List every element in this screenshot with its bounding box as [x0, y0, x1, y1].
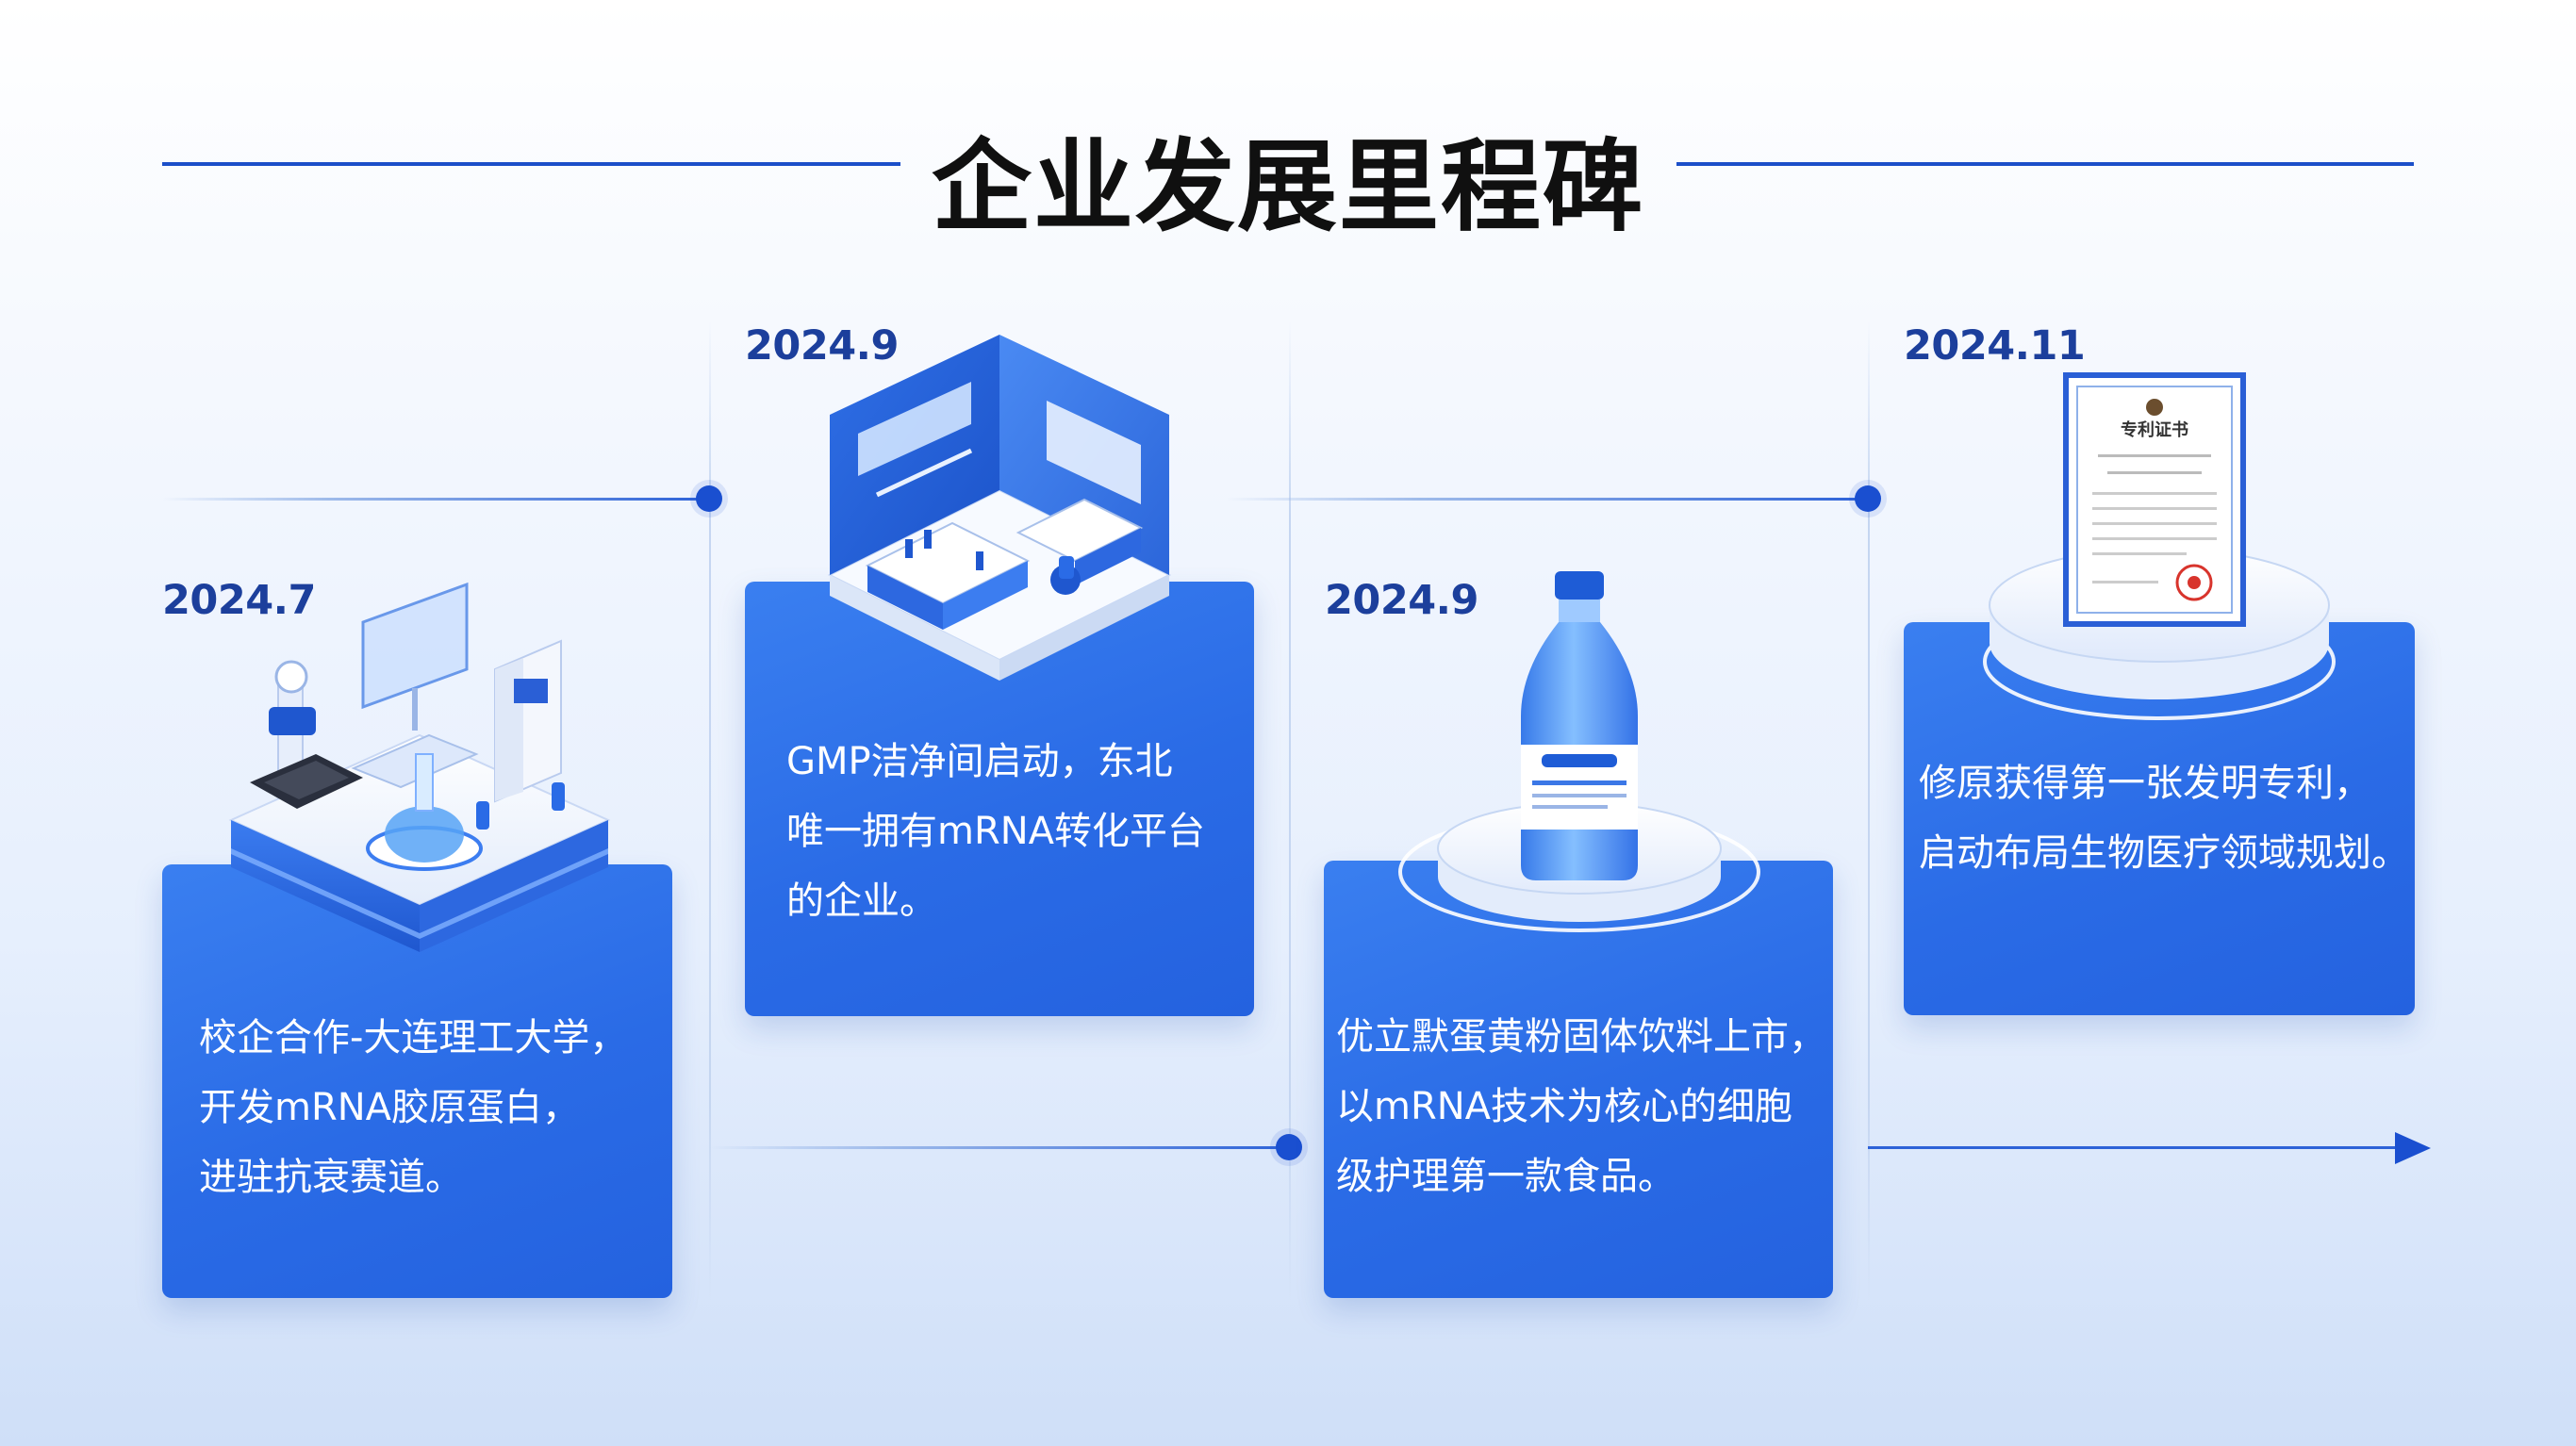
- title-line-right: [1676, 162, 2414, 166]
- column-divider: [709, 320, 711, 1301]
- milestone-date: 2024.7: [162, 577, 316, 624]
- milestone-line: 进驻抗衰赛道。: [199, 1156, 463, 1199]
- upper-timeline-right: [1226, 498, 1867, 501]
- certificate-icon: 专利证书: [1983, 372, 2336, 720]
- milestone-card: [1324, 861, 1833, 1298]
- lower-timeline-left: [709, 1146, 1289, 1149]
- timeline-arrow-icon: [2395, 1132, 2431, 1164]
- bottle-icon: [1398, 571, 1760, 932]
- milestone-line: 开发mRNA胶原蛋白，: [199, 1086, 581, 1129]
- certificate-title: 专利证书: [2121, 419, 2188, 440]
- title-line-left: [162, 162, 900, 166]
- upper-timeline-left: [162, 498, 709, 501]
- milestone-line: 以mRNA技术为核心的细胞: [1336, 1085, 1793, 1128]
- milestone-line: 的企业。: [786, 879, 937, 923]
- lower-timeline-right: [1868, 1146, 2396, 1149]
- milestone-date: 2024.9: [745, 322, 899, 370]
- milestone-line: 优立默蛋黄粉固体饮料上市，: [1336, 1015, 1826, 1059]
- timeline-dot: [696, 485, 722, 512]
- milestone-line: GMP洁净间启动，东北: [786, 740, 1173, 783]
- milestone-line: 级护理第一款食品。: [1336, 1155, 1676, 1198]
- timeline-dot: [1276, 1134, 1302, 1160]
- milestone-description: 修原获得第一张发明专利， 启动布局生物医疗领域规划。: [1919, 748, 2409, 888]
- column-divider: [1868, 320, 1870, 1301]
- milestone-line: 启动布局生物医疗领域规划。: [1919, 831, 2409, 875]
- milestone-line: 校企合作-大连理工大学，: [199, 1016, 628, 1060]
- milestone-description: GMP洁净间启动，东北 唯一拥有mRNA转化平台 的企业。: [786, 727, 1205, 936]
- milestone-line: 修原获得第一张发明专利，: [1919, 762, 2371, 805]
- milestone-description: 优立默蛋黄粉固体饮料上市， 以mRNA技术为核心的细胞 级护理第一款食品。: [1336, 1002, 1826, 1211]
- milestone-date: 2024.9: [1325, 577, 1478, 624]
- column-divider: [1289, 320, 1291, 1301]
- clean-room-icon: [827, 335, 1172, 681]
- milestone-date: 2024.11: [1904, 322, 2086, 370]
- lab-station-icon: [228, 582, 611, 952]
- page-title: 企业发展里程碑: [932, 129, 1644, 245]
- milestone-line: 唯一拥有mRNA转化平台: [786, 810, 1206, 853]
- timeline-dot: [1855, 485, 1881, 512]
- milestone-description: 校企合作-大连理工大学， 开发mRNA胶原蛋白， 进驻抗衰赛道。: [199, 1003, 627, 1212]
